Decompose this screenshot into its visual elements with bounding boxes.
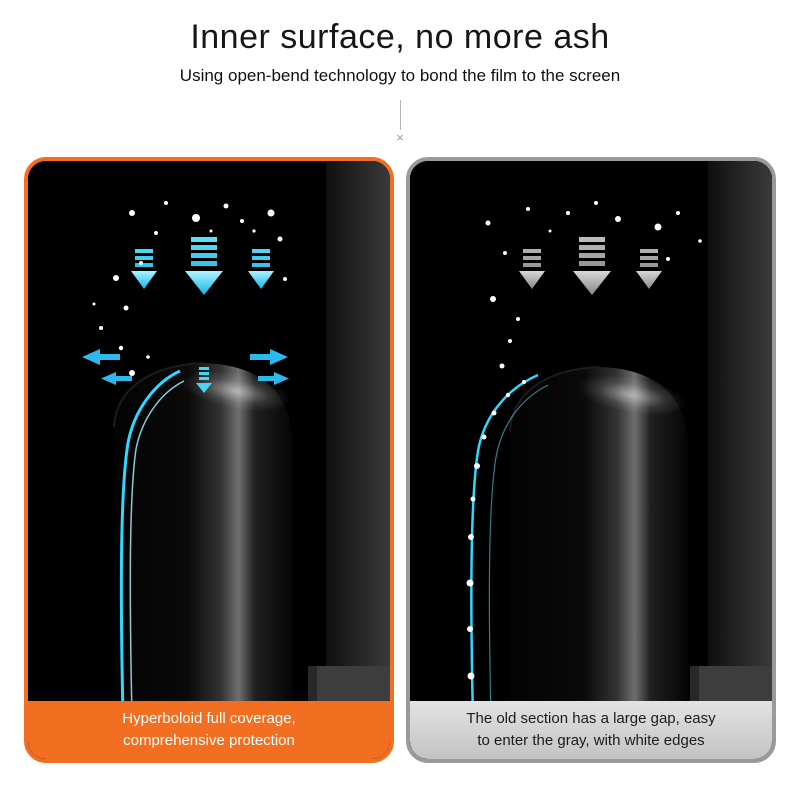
divider-line [399,100,401,130]
gap-dust-dots [466,380,526,724]
down-arrow-icon [131,237,274,295]
dust-dots [92,201,287,376]
caption-new-film: Hyperboloid full coverage, comprehensive… [28,701,390,759]
background-strip [708,161,772,759]
phone-edge [113,362,292,759]
new-film-illustration [28,161,390,759]
film-gap-line [470,373,549,759]
background-strip [326,161,390,759]
divider-x-icon: × [396,130,404,145]
header: Inner surface, no more ash Using open-be… [0,0,800,145]
left-arrow-icon [82,349,132,385]
dust-dots [485,201,702,369]
caption-old-film: The old section has a large gap, easy to… [410,701,772,759]
down-arrow-icon [519,237,662,295]
caption-line: to enter the gray, with white edges [477,732,705,749]
caption-line: comprehensive protection [123,732,295,749]
page-title: Inner surface, no more ash [190,18,610,56]
film-edge-line [119,369,185,759]
old-film-illustration [410,161,772,759]
panel-old-film: The old section has a large gap, easy to… [406,157,776,763]
small-down-arrow-icon [196,367,212,393]
panel-new-film: Hyperboloid full coverage, comprehensive… [24,157,394,763]
phone-edge [509,366,688,759]
page-subtitle: Using open-bend technology to bond the f… [179,66,621,85]
divider: × [0,100,800,145]
comparison-panels: Hyperboloid full coverage, comprehensive… [0,157,800,763]
caption-line: Hyperboloid full coverage, [122,710,296,728]
right-arrow-icon [250,349,289,385]
caption-line: The old section has a large gap, easy [466,710,716,728]
